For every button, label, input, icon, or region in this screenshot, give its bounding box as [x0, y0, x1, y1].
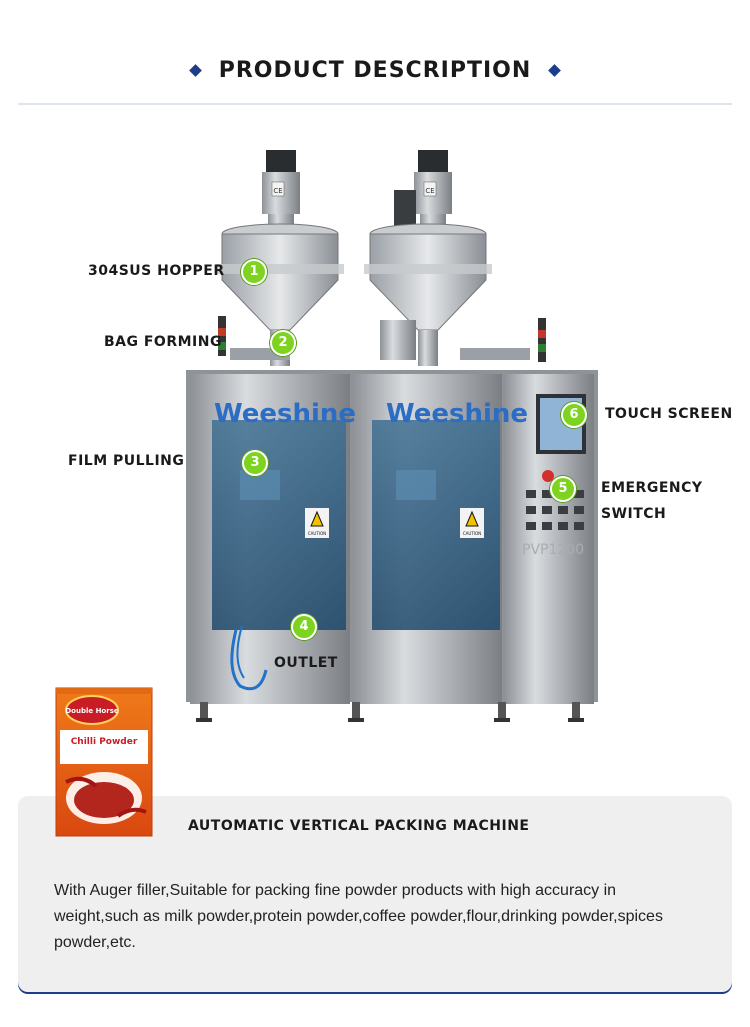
marker-6: 6	[561, 402, 587, 428]
label-emergency-line1: EMERGENCY	[601, 480, 703, 496]
brand-logo-right: Weeshine	[386, 399, 528, 429]
product-name: Chilli Powder	[71, 737, 138, 747]
brand-logo-left: Weeshine	[214, 399, 356, 429]
marker-4: 4	[291, 614, 317, 640]
card-description: With Auger filler,Suitable for packing f…	[54, 882, 663, 951]
label-outlet: OUTLET	[274, 655, 338, 671]
chilli-powder-package: Double Horse Chilli Powder	[55, 687, 153, 837]
section-title: PRODUCT DESCRIPTION	[218, 58, 532, 83]
right-auger: CE	[364, 150, 492, 366]
label-film-pulling: FILM PULLING	[68, 453, 185, 469]
packing-machine-illustration: CE CE CAUTION CAUTION	[186, 150, 598, 722]
label-touch-screen: TOUCH SCREEN	[605, 406, 733, 422]
marker-3: 3	[242, 450, 268, 476]
caution-label-left: CAUTION	[308, 531, 326, 536]
diamond-right-icon	[548, 64, 562, 77]
diamond-left-icon	[188, 64, 202, 77]
label-emergency-line2: SWITCH	[601, 506, 667, 522]
brand-badge-icon	[65, 695, 119, 725]
signal-tower-right	[538, 318, 546, 362]
emergency-stop-icon	[542, 470, 554, 482]
section-header: PRODUCT DESCRIPTION	[0, 58, 750, 98]
ce-mark-left: CE	[273, 187, 282, 195]
marker-5: 5	[550, 476, 576, 502]
label-bag-forming: BAG FORMING	[104, 334, 222, 350]
card-title: AUTOMATIC VERTICAL PACKING MACHINE	[188, 818, 530, 834]
marker-1: 1	[241, 259, 267, 285]
caution-label-right: CAUTION	[463, 531, 481, 536]
ce-mark-right: CE	[425, 187, 434, 195]
product-brand: Double Horse	[65, 707, 118, 715]
marker-2: 2	[270, 330, 296, 356]
header-divider	[18, 103, 732, 105]
label-hopper: 304SUS HOPPER	[88, 263, 225, 279]
model-label: PVP1200	[522, 542, 584, 558]
left-auger: CE	[216, 150, 344, 366]
